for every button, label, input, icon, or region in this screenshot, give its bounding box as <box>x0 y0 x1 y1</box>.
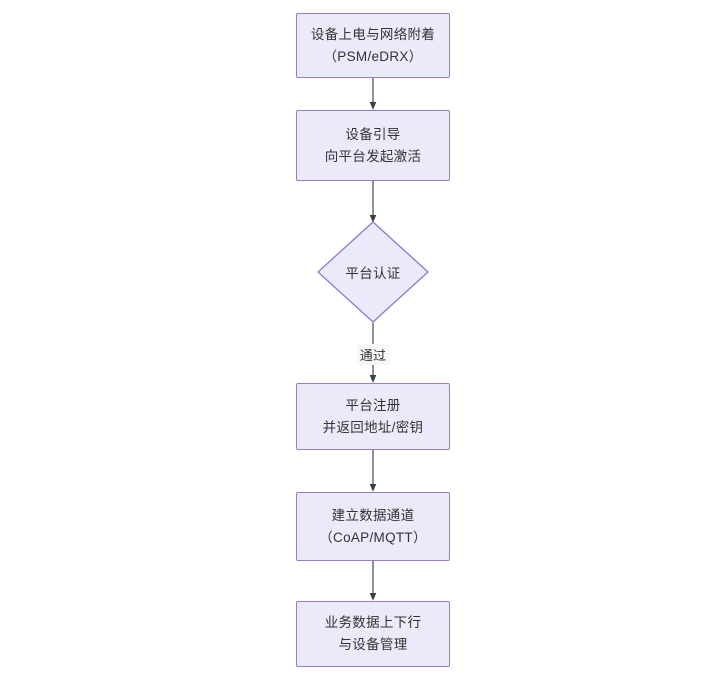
node-label-line1: 设备引导 <box>345 126 401 142</box>
node-label-line1: 建立数据通道 <box>331 507 415 523</box>
node-label-line2: 与设备管理 <box>338 637 408 652</box>
node-label-line2: （PSM/eDRX） <box>323 48 423 64</box>
node-label-line1: 设备上电与网络附着 <box>310 26 436 42</box>
edge-label-pass: 通过 <box>356 344 390 365</box>
node-label-line2: （CoAP/MQTT） <box>319 529 427 545</box>
node-label-line1: 平台注册 <box>345 397 401 413</box>
node-business-data-and-device-management[interactable]: 业务数据上下行 与设备管理 <box>296 601 450 667</box>
node-platform-registration[interactable]: 平台注册 并返回地址/密钥 <box>296 383 450 450</box>
diamond-shape-icon <box>317 221 429 323</box>
node-label-line2: 并返回地址/密钥 <box>322 419 424 435</box>
node-label-line2: 向平台发起激活 <box>324 148 422 164</box>
node-device-power-on[interactable]: 设备上电与网络附着 （PSM/eDRX） <box>296 13 450 78</box>
node-label-line1: 业务数据上下行 <box>324 615 422 630</box>
node-platform-authentication[interactable]: 平台认证 <box>317 221 429 323</box>
node-device-bootstrap[interactable]: 设备引导 向平台发起激活 <box>296 110 450 181</box>
node-label-line1: 平台认证 <box>345 266 401 281</box>
node-establish-data-channel[interactable]: 建立数据通道 （CoAP/MQTT） <box>296 492 450 561</box>
